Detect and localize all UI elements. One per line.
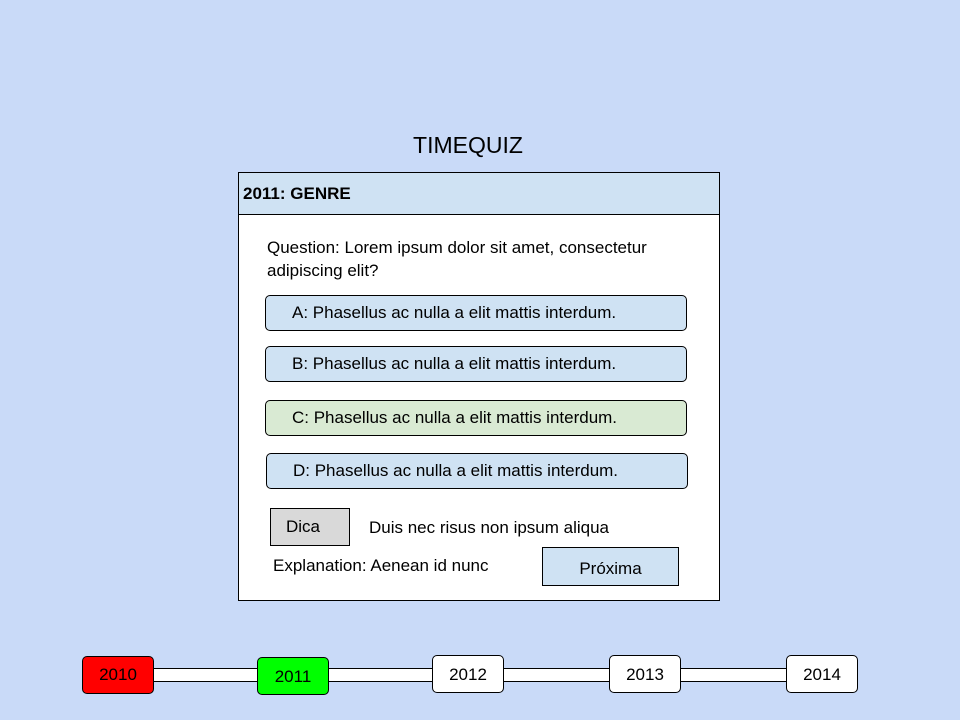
hint-button[interactable]: Dica xyxy=(270,508,350,546)
timeline-year-2012[interactable]: 2012 xyxy=(432,655,504,693)
quiz-panel: 2011: GENRE Question: Lorem ipsum dolor … xyxy=(238,172,720,601)
timeline-year-2011[interactable]: 2011 xyxy=(257,657,329,695)
explanation-text: Explanation: Aenean id nunc xyxy=(273,556,489,575)
hint-text: Duis nec risus non ipsum aliqua xyxy=(369,518,610,537)
timeline-year-2010[interactable]: 2010 xyxy=(82,656,154,694)
app-title: TIMEQUIZ xyxy=(413,132,523,158)
quiz-header: 2011: GENRE xyxy=(239,173,719,215)
question-text: Question: Lorem ipsum dolor sit amet, co… xyxy=(267,238,647,280)
timeline-year-2014[interactable]: 2014 xyxy=(786,655,858,693)
next-button[interactable]: Próxima xyxy=(542,547,679,586)
answer-d-button[interactable]: D: Phasellus ac nulla a elit mattis inte… xyxy=(266,453,688,489)
timeline-year-2013[interactable]: 2013 xyxy=(609,655,681,693)
answer-b-button[interactable]: B: Phasellus ac nulla a elit mattis inte… xyxy=(265,346,687,382)
answer-a-button[interactable]: A: Phasellus ac nulla a elit mattis inte… xyxy=(265,295,687,331)
answer-c-button[interactable]: C: Phasellus ac nulla a elit mattis inte… xyxy=(265,400,687,436)
